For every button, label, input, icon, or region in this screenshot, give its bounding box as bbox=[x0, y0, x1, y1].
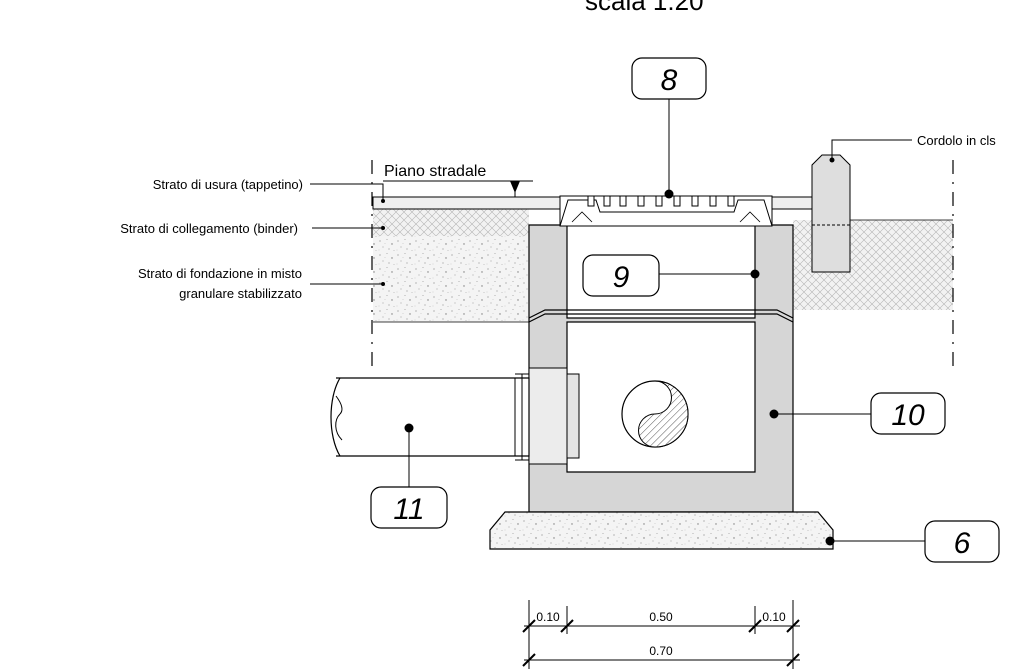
layer-fondazione-label-1: Strato di fondazione in misto bbox=[138, 266, 302, 281]
manhole-body bbox=[528, 224, 794, 513]
callout-11-number: 11 bbox=[393, 493, 424, 526]
callout-11: 11 bbox=[370, 423, 448, 529]
dim-middle: 0.50 bbox=[649, 610, 673, 624]
callout-6-number: 6 bbox=[954, 527, 971, 560]
callout-9: 9 bbox=[582, 254, 760, 297]
callout-9-number: 9 bbox=[613, 261, 630, 294]
section-break-lines bbox=[371, 160, 954, 370]
layer-usura-label: Strato di usura (tappetino) bbox=[153, 177, 303, 192]
piano-stradale-label: Piano stradale bbox=[384, 163, 486, 180]
callout-10-number: 10 bbox=[891, 399, 925, 432]
road-level-marker bbox=[383, 180, 533, 197]
callout-6: 6 bbox=[825, 520, 1000, 563]
base-slab bbox=[489, 511, 834, 550]
usura-layer bbox=[372, 196, 564, 210]
binder-layer bbox=[373, 209, 529, 236]
callout-8: 8 bbox=[631, 57, 707, 199]
kerb bbox=[811, 154, 851, 273]
grate-frame bbox=[559, 195, 773, 227]
inlet-pipe bbox=[330, 373, 530, 461]
dimension-lines bbox=[522, 600, 800, 669]
fondazione-layer bbox=[373, 236, 529, 322]
manhole-wall bbox=[528, 224, 794, 513]
callout-8-number: 8 bbox=[661, 64, 678, 97]
layer-binder-label: Strato di collegamento (binder) bbox=[120, 221, 298, 236]
dim-right: 0.10 bbox=[762, 610, 786, 624]
callout-10: 10 bbox=[769, 392, 946, 435]
cordolo-label: Cordolo in cls bbox=[917, 133, 996, 148]
inlet-opening bbox=[621, 380, 689, 448]
dim-total: 0.70 bbox=[649, 644, 673, 658]
dim-left: 0.10 bbox=[536, 610, 560, 624]
scale-title: scala 1:20 bbox=[585, 0, 704, 16]
layer-leaders bbox=[310, 183, 384, 285]
layer-fondazione-label-2: granulare stabilizzato bbox=[179, 286, 302, 301]
